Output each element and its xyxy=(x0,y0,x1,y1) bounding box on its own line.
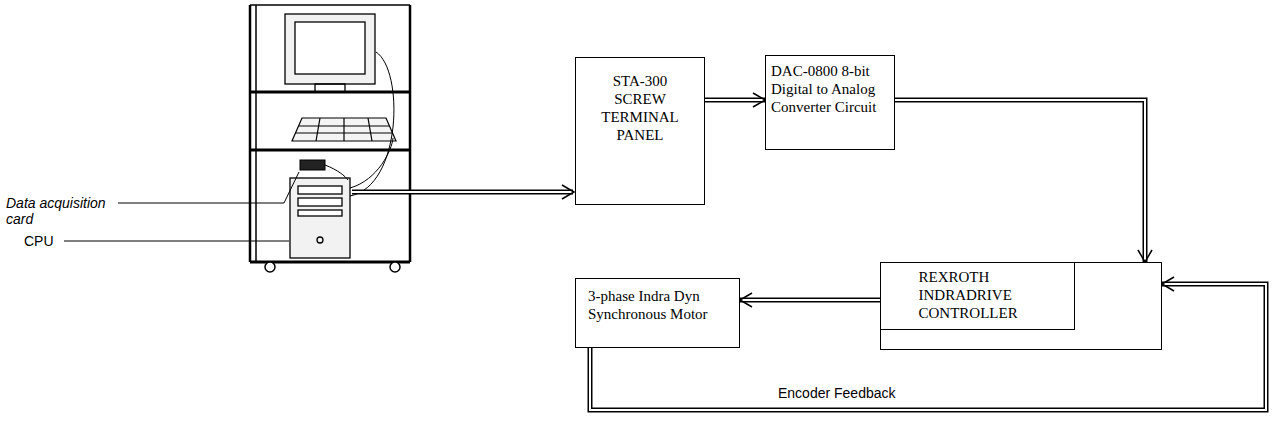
arrow-head xyxy=(1138,250,1152,262)
drive-bay xyxy=(298,198,342,206)
cabinet-top xyxy=(250,4,410,6)
box-text-block: DAC-0800 8-bit Digital to Analog Convert… xyxy=(766,56,894,116)
leader-line xyxy=(64,241,289,242)
cables xyxy=(325,52,394,196)
double-line-outer xyxy=(895,100,1145,262)
cabinet-shelf xyxy=(250,149,410,152)
box-text-block: 3-phase Indra Dyn Synchronous Motor xyxy=(576,279,739,323)
arrow-head xyxy=(562,185,574,199)
keyboard-keys xyxy=(316,118,320,141)
cpu-tower-icon xyxy=(290,178,350,258)
cpu-case xyxy=(290,178,350,258)
cable xyxy=(350,52,394,196)
cabinet-post xyxy=(409,5,412,262)
drive-bay xyxy=(298,210,342,216)
double-line-arrow xyxy=(705,93,765,107)
double-line-inner xyxy=(705,99,765,101)
keyboard-keys xyxy=(343,118,344,141)
process-box: REXROTH INDRADRIVE CONTROLLER xyxy=(880,262,1162,350)
box-text-block: REXROTH INDRADRIVE CONTROLLER xyxy=(881,263,1074,322)
wheel xyxy=(390,262,400,272)
drive-bay xyxy=(298,186,342,194)
part-label: CPU xyxy=(24,233,64,249)
double-line xyxy=(352,191,573,193)
data-acquisition-card-icon xyxy=(300,160,325,170)
inner-box-outline: REXROTH INDRADRIVE CONTROLLER xyxy=(880,262,1075,330)
cabinet-frame xyxy=(250,5,410,262)
cable xyxy=(325,165,348,180)
double-line-inner xyxy=(895,100,1145,262)
power-button xyxy=(317,237,323,243)
arrow-head xyxy=(1162,277,1174,291)
arrow-head xyxy=(753,93,765,107)
monitor-body xyxy=(285,14,375,84)
double-line xyxy=(352,190,573,195)
double-line-outer xyxy=(740,298,880,303)
leader-line xyxy=(118,172,299,203)
box-text-block: STA-300 SCREW TERMINAL PANEL xyxy=(576,58,704,144)
monitor-stand xyxy=(315,84,345,92)
double-line-outer xyxy=(705,98,765,103)
keyboard-icon xyxy=(292,118,396,141)
cabinet-post xyxy=(255,5,257,262)
wheel xyxy=(265,262,275,272)
process-box: 3-phase Indra Dyn Synchronous Motor xyxy=(575,278,740,348)
box-label: REXROTH INDRADRIVE CONTROLLER xyxy=(919,268,1039,322)
arrow-head xyxy=(740,293,752,307)
cabinet-post xyxy=(249,5,252,262)
box-label: DAC-0800 8-bit Digital to Analog Convert… xyxy=(771,62,890,116)
monitor-screen xyxy=(295,22,365,74)
double-line-inner xyxy=(740,299,880,301)
part-label: Data acquisition card xyxy=(6,195,114,227)
cabinet-wheels xyxy=(265,262,400,272)
double-line-arrow xyxy=(740,293,880,307)
double-line-arrow xyxy=(895,100,1152,262)
edge-label: Encoder Feedback xyxy=(775,385,899,402)
box-label: STA-300 SCREW TERMINAL PANEL xyxy=(588,72,692,144)
cpu-to-panel-arrow xyxy=(352,185,574,199)
process-box: STA-300 SCREW TERMINAL PANEL xyxy=(575,57,705,205)
keyboard-keys xyxy=(368,118,372,141)
cable xyxy=(350,138,393,188)
monitor-icon xyxy=(285,14,375,92)
process-box: DAC-0800 8-bit Digital to Analog Convert… xyxy=(765,55,895,150)
box-label: 3-phase Indra Dyn Synchronous Motor xyxy=(588,287,708,323)
keyboard-body xyxy=(292,118,396,141)
